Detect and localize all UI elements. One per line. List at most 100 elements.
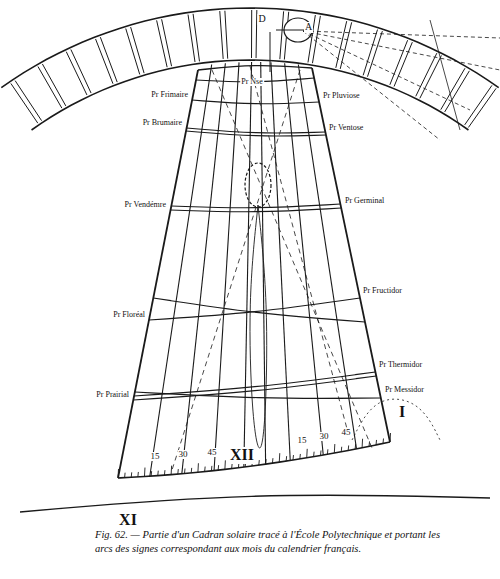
arch-rib	[465, 85, 492, 125]
scale-tick	[376, 440, 378, 445]
arch-rib	[66, 52, 87, 95]
construction-line	[250, 66, 350, 440]
scale-tick	[279, 453, 281, 462]
hour-line	[271, 62, 290, 460]
scale-tick	[231, 464, 233, 469]
minute-number: 45	[207, 448, 218, 457]
scale-tick	[272, 458, 274, 463]
hour-line	[244, 62, 252, 467]
arch-rib	[336, 21, 347, 68]
scale-tick	[144, 468, 146, 477]
figure-caption: Fig. 62. — Partie d'un Cadran solaire tr…	[95, 528, 440, 555]
scale-tick	[204, 467, 206, 472]
arch-outer	[1, 8, 498, 88]
scale-tick	[124, 473, 126, 478]
scale-tick	[265, 459, 267, 464]
scale-tick	[218, 465, 220, 470]
month-arc	[133, 376, 376, 400]
scale-tick	[292, 455, 294, 460]
dial-top	[198, 66, 312, 70]
month-label: Pr Vendémre	[124, 201, 167, 209]
scale-tick	[224, 460, 226, 469]
dial-bottom	[118, 442, 390, 478]
dial-outer-arc	[20, 495, 490, 512]
arch-rib	[280, 11, 284, 59]
month-arc	[134, 372, 375, 396]
hour-line	[182, 63, 226, 473]
arch-rib	[420, 55, 442, 98]
arch-rib	[445, 71, 470, 112]
arch-rib	[251, 10, 252, 58]
dial-edge	[312, 68, 390, 442]
arch-rib	[71, 49, 91, 93]
scale-tick	[306, 449, 308, 458]
arch-rib	[131, 27, 144, 73]
scale-tick	[258, 460, 260, 465]
month-label: Pr Prairial	[95, 391, 130, 399]
arch-rib	[390, 40, 408, 85]
scale-tick	[164, 470, 166, 475]
month-label: Pr Floréal	[112, 311, 146, 319]
minute-number: 30	[178, 450, 189, 459]
arch-rib	[367, 31, 382, 77]
construction-arc	[352, 399, 440, 440]
arch-rib	[416, 53, 437, 96]
arch-rib	[468, 88, 496, 127]
construction-line	[172, 70, 300, 470]
scale-tick	[334, 444, 336, 453]
month-label: Pr Messidor	[384, 386, 425, 394]
month-label: Pr Brumaire	[142, 119, 183, 127]
month-arc	[149, 298, 360, 320]
month-label: Pr Ventose	[328, 124, 364, 132]
hour-line	[214, 62, 239, 470]
scale-tick	[313, 452, 315, 457]
month-arc	[192, 100, 319, 104]
minute-number: 30	[319, 432, 330, 441]
scale-tick	[299, 454, 301, 459]
scale-tick	[151, 471, 153, 476]
hour-numeral: XI	[118, 512, 138, 529]
scale-tick	[327, 449, 329, 454]
month-label: D	[257, 14, 266, 25]
scale-tick	[286, 456, 288, 461]
arch-rib	[394, 42, 412, 86]
scale-tick	[320, 451, 322, 456]
analemma	[250, 205, 267, 448]
arch-rib	[100, 37, 117, 82]
construction-line	[212, 70, 372, 448]
month-label: Pr Pluviose	[322, 92, 361, 100]
scale-tick	[177, 469, 179, 474]
construction-line	[430, 20, 460, 130]
scale-tick	[118, 469, 120, 478]
arch-rib	[96, 39, 113, 84]
scale-tick	[184, 469, 186, 474]
month-label: Pr Frimaire	[150, 91, 189, 99]
minute-number: 15	[297, 436, 308, 445]
month-label: A	[304, 22, 313, 33]
minute-number: 15	[150, 452, 161, 461]
arch-rib	[193, 14, 199, 62]
arch-rib	[38, 67, 62, 109]
hour-line	[298, 65, 356, 449]
arch-rib	[15, 81, 41, 121]
construction-line	[303, 31, 470, 110]
month-arc	[187, 128, 326, 133]
scale-tick	[211, 466, 213, 471]
arch-rib	[225, 11, 228, 59]
month-label: Pr Germinal	[344, 197, 385, 205]
arch-rib	[220, 11, 223, 59]
scale-tick	[355, 444, 357, 449]
scale-tick	[390, 433, 392, 442]
minute-number: 45	[341, 428, 352, 437]
scale-tick	[197, 463, 199, 472]
month-arc	[135, 392, 381, 398]
scale-tick	[348, 445, 350, 450]
month-label: Pr Thermidor	[378, 361, 423, 369]
analemma-loop	[245, 163, 271, 207]
scale-tick	[171, 466, 173, 475]
hour-line	[285, 63, 324, 455]
arch-rib	[11, 83, 38, 123]
scale-tick	[383, 438, 385, 443]
